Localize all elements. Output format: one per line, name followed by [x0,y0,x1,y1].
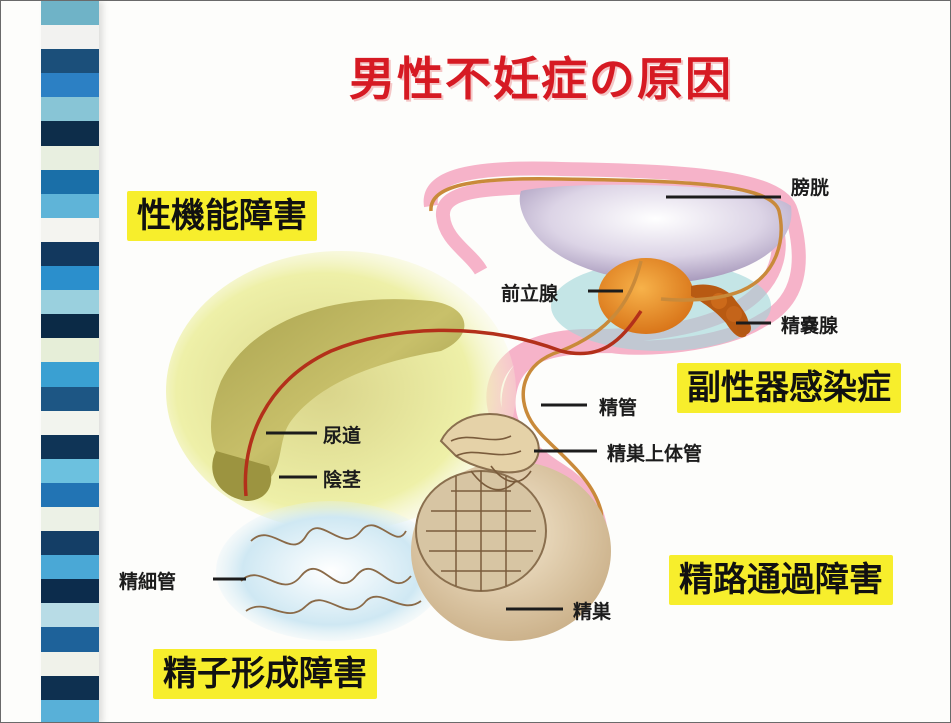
category-sperm-transport-disorder: 精路通過障害 [669,555,893,605]
category-accessory-gland-infection: 副性器感染症 [677,363,901,413]
label-penis: 陰茎 [323,465,361,492]
category-sexual-dysfunction: 性機能障害 [127,191,317,241]
label-bladder: 膀胱 [791,173,829,200]
category-spermatogenesis-disorder: 精子形成障害 [153,649,377,699]
label-prostate: 前立腺 [501,279,558,306]
label-efferent-ducts: 精巣上体管 [607,439,702,466]
label-seminiferous-tubule: 精細管 [119,567,176,594]
label-testis: 精巣 [573,597,611,624]
label-urethra: 尿道 [323,421,361,448]
label-vas-deferens: 精管 [599,393,637,420]
label-seminal-vesicle: 精嚢腺 [781,311,838,338]
